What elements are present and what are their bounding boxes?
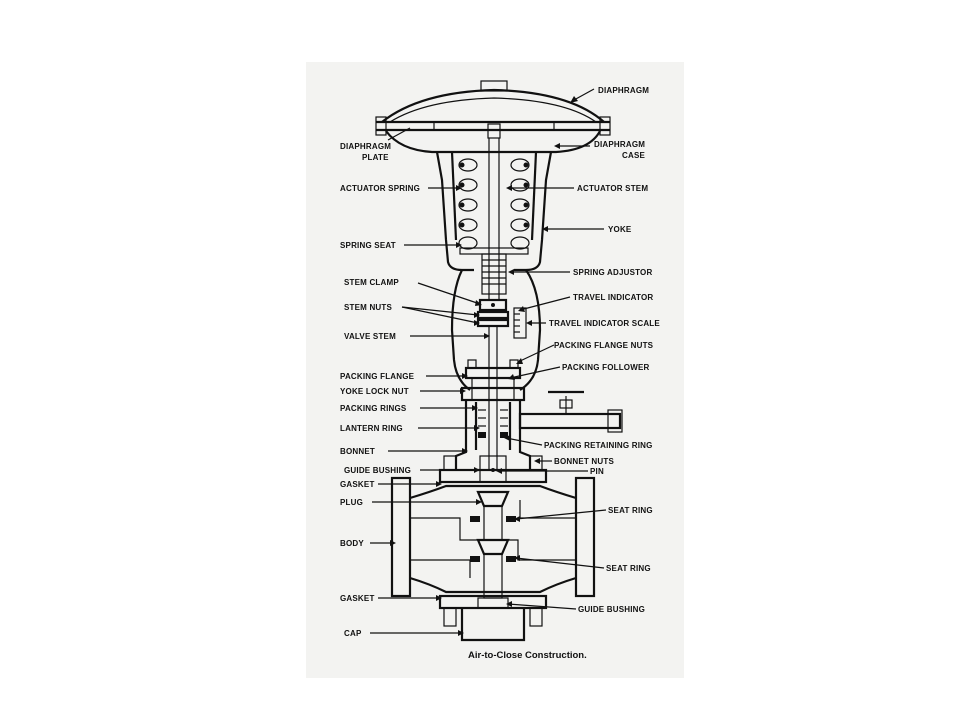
label-pin: PIN xyxy=(590,467,604,476)
labels: DIAPHRAGM DIAPHRAGM PLATE DIAPHRAGM CASE… xyxy=(340,86,660,638)
label-diaphragm-case-1: DIAPHRAGM xyxy=(594,140,645,149)
actuator-stem xyxy=(481,138,507,300)
label-packing-follower: PACKING FOLLOWER xyxy=(562,363,650,372)
label-seat-ring-bottom: SEAT RING xyxy=(606,564,651,573)
label-actuator-spring: ACTUATOR SPRING xyxy=(340,184,420,193)
stem-connector xyxy=(476,298,527,339)
label-guide-bushing-top: GUIDE BUSHING xyxy=(344,466,411,475)
actuator-spring xyxy=(458,158,530,255)
label-stem-nuts: STEM NUTS xyxy=(344,303,392,312)
label-packing-flange-nuts: PACKING FLANGE NUTS xyxy=(554,341,654,350)
label-packing-retaining-ring: PACKING RETAINING RING xyxy=(544,441,653,450)
label-cap: CAP xyxy=(344,629,362,638)
label-guide-bushing-bottom: GUIDE BUSHING xyxy=(578,605,645,614)
leader-lines xyxy=(370,88,607,636)
label-gasket-bottom: GASKET xyxy=(340,594,375,603)
valve-stem xyxy=(488,326,498,470)
valve-body xyxy=(390,476,596,642)
label-diaphragm-plate-1: DIAPHRAGM xyxy=(340,142,391,151)
label-actuator-stem: ACTUATOR STEM xyxy=(577,184,648,193)
label-diaphragm: DIAPHRAGM xyxy=(598,86,649,95)
label-travel-indicator-scale: TRAVEL INDICATOR SCALE xyxy=(549,319,660,328)
label-packing-rings: PACKING RINGS xyxy=(340,404,407,413)
yoke xyxy=(435,151,553,391)
bonnet-flange xyxy=(438,455,548,484)
caption: Air-to-Close Construction. xyxy=(468,650,587,661)
label-spring-seat: SPRING SEAT xyxy=(340,241,396,250)
label-lantern-ring: LANTERN RING xyxy=(340,424,403,433)
label-plug: PLUG xyxy=(340,498,363,507)
label-yoke: YOKE xyxy=(608,225,632,234)
label-bonnet: BONNET xyxy=(340,447,375,456)
label-packing-flange: PACKING FLANGE xyxy=(340,372,415,381)
label-spring-adjustor: SPRING ADJUSTOR xyxy=(573,268,652,277)
diagram-card xyxy=(306,62,684,678)
label-stem-clamp: STEM CLAMP xyxy=(344,278,399,287)
label-seat-ring-top: SEAT RING xyxy=(608,506,653,515)
diaphragm-case xyxy=(375,80,611,154)
label-diaphragm-plate-2: PLATE xyxy=(362,153,389,162)
label-travel-indicator: TRAVEL INDICATOR xyxy=(573,293,653,302)
label-bonnet-nuts: BONNET NUTS xyxy=(554,457,614,466)
label-body: BODY xyxy=(340,539,364,548)
label-diaphragm-case-2: CASE xyxy=(622,151,645,160)
label-valve-stem: VALVE STEM xyxy=(344,332,396,341)
label-gasket-top: GASKET xyxy=(340,480,375,489)
label-yoke-lock-nut: YOKE LOCK NUT xyxy=(340,387,409,396)
bonnet-assembly xyxy=(454,359,623,470)
